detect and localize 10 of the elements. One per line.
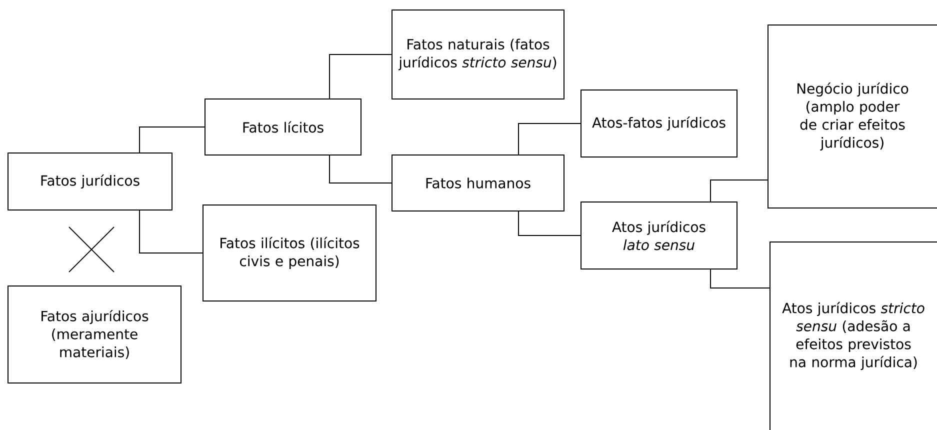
text-box: Negócio jurídico (amplo poder de criar efeitos jurídicos) [768,24,937,208]
text-box: Fatos ajurídicos (meramente materiais) [8,286,182,384]
text-box: Atos jurídicos stricto sensu (adesão a efeitos previstos na norma jurídica) [770,242,937,430]
text-box: Fatos jurídicos [8,152,172,210]
text-box: Fatos ilícitos (ilícitos civis e penais) [202,204,376,302]
text-box: Fatos lícitos [204,98,362,156]
text-box: Fatos naturais (fatos jurídicos stricto sensu) [392,10,564,100]
text-box: Atos-fatos jurídicos [580,90,738,158]
text-box: Atos jurídicos lato sensu [580,202,738,270]
text-box: Fatos humanos [392,154,564,212]
